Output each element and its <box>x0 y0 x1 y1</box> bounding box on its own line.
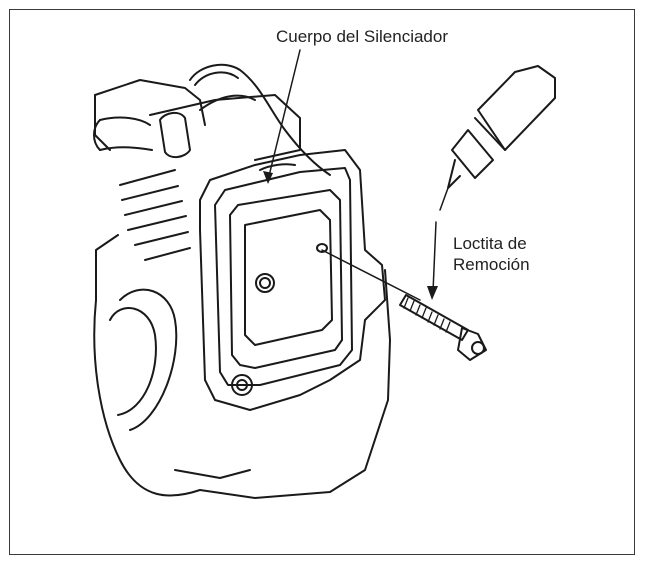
loctite-bottle <box>439 65 556 211</box>
loctite-arrow <box>432 221 437 293</box>
bolt-alignment-line <box>321 249 421 301</box>
bolt <box>399 294 487 361</box>
muffler-body <box>199 149 386 411</box>
engine-illustration <box>93 63 391 499</box>
figure-frame <box>9 9 635 555</box>
loctite-label-line2: Remoción <box>453 255 530 274</box>
muffler-body-label: Cuerpo del Silenciador <box>276 27 448 46</box>
loctite-label-line1: Loctita de <box>453 234 527 253</box>
muffler-leader-line <box>267 49 301 181</box>
loctite-label: Loctita de Remoción <box>453 233 530 275</box>
